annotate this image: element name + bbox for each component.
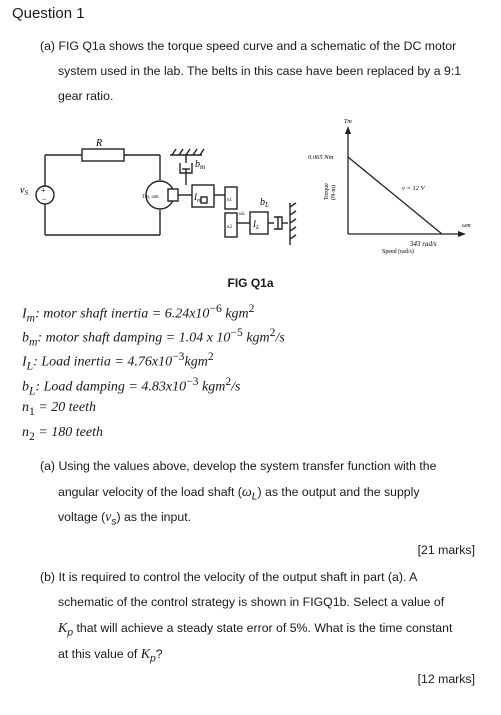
bm-label: bm — [195, 159, 205, 171]
il-label: IL — [252, 219, 260, 231]
sub-a-line3: voltage (vs) as the input. — [58, 510, 192, 528]
sub-b-line2: schematic of the control strategy is sho… — [58, 595, 445, 609]
torque-speed-chart: Tm 0.065 Nm Torque (N-m) v = 12 V 343 ra… — [308, 119, 471, 255]
bl-label: bL — [260, 197, 269, 209]
x-axis-symbol: ωm — [462, 223, 471, 229]
torque-intercept-label: 0.065 Nm — [308, 154, 334, 161]
param-bl: bL: Load damping = 4.83x10−3 kgm2/s — [22, 375, 241, 398]
vs-label: vS — [20, 185, 28, 197]
im-label: Im — [193, 192, 202, 204]
figure-caption: FIG Q1a — [227, 276, 274, 290]
y-axis-symbol: Tm — [344, 119, 352, 125]
tm-wm-label: Tm, ωm — [142, 195, 159, 200]
plus-sign: + — [41, 186, 46, 195]
param-n1: n1 = 20 teeth — [22, 400, 96, 418]
minus-sign: − — [42, 195, 47, 204]
dc-motor-schematic: + − R vS bm Im Tm, ωm n1 n2 ωL IL bL — [20, 138, 297, 245]
param-bm: bm: motor shaft damping = 1.04 x 10−5 kg… — [22, 326, 285, 349]
question-title: Question 1 — [12, 5, 85, 22]
param-n2: n2 = 180 teeth — [22, 425, 103, 443]
speed-intercept-label: 343 rad/s — [409, 240, 437, 248]
wl-label: ωL — [239, 212, 245, 217]
sub-b-line3: Kp that will achieve a steady state erro… — [58, 621, 453, 639]
sub-b-marks: [12 marks] — [417, 672, 475, 686]
n2-label: n2 — [227, 225, 233, 230]
part-a-intro-line1: (a) FIG Q1a shows the torque speed curve… — [40, 39, 457, 53]
resistor-label: R — [95, 138, 102, 149]
y-axis-arrow-icon — [345, 126, 351, 134]
sub-a-marks: [21 marks] — [417, 543, 475, 557]
x-axis-label: Speed (rad/s) — [382, 248, 414, 255]
n1-label: n1 — [227, 198, 233, 203]
x-axis-arrow-icon — [458, 231, 466, 237]
part-a-intro-line2: system used in the lab. The belts in thi… — [58, 64, 462, 78]
voltage-source-icon — [35, 185, 55, 205]
sub-a-line2: angular velocity of the load shaft (ωL) … — [58, 485, 420, 503]
param-im: Im: motor shaft inertia = 6.24x10−6 kgm2 — [22, 302, 255, 325]
y-axis-unit: (N-m) — [330, 185, 337, 200]
voltage-label: v = 12 V — [402, 185, 426, 192]
param-il: IL: Load inertia = 4.76x10−3kgm2 — [22, 350, 214, 373]
sub-b-line4: at this value of Kp? — [58, 647, 163, 665]
sub-b-line1: (b) It is required to control the veloci… — [40, 570, 418, 584]
y-axis-label: Torque — [324, 183, 330, 200]
part-a-intro-line3: gear ratio. — [58, 89, 114, 103]
sub-a-line1: (a) Using the values above, develop the … — [40, 459, 437, 473]
